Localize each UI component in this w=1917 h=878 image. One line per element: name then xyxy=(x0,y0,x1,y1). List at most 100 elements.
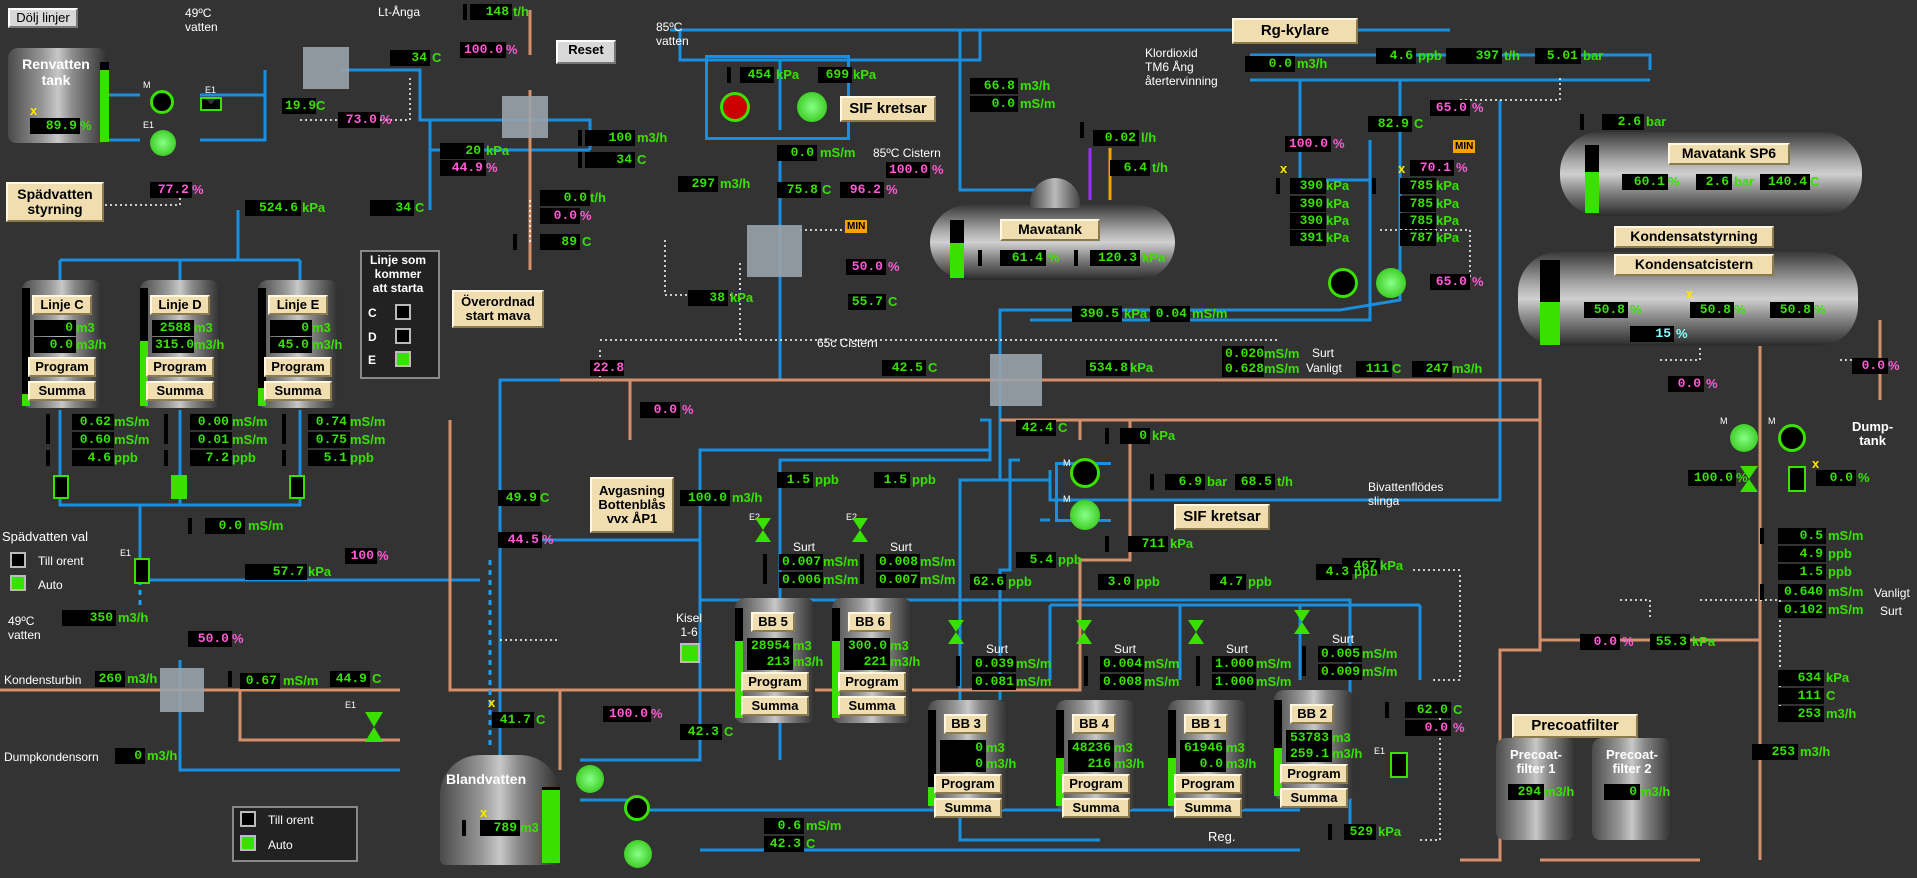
bed-e2-label: E2 xyxy=(749,512,761,522)
klor-flow: 0.0 xyxy=(1245,56,1295,72)
cond-0-67-indicator xyxy=(228,671,232,687)
pct-65-b: 65.0 xyxy=(1430,274,1470,290)
line-program-button[interactable]: Program xyxy=(146,357,214,377)
pump-bland-2[interactable] xyxy=(624,795,650,821)
valve-e1-right-label: E1 xyxy=(1374,746,1386,756)
cond-0-04: 0.04 xyxy=(1150,306,1190,322)
bed-title[interactable]: BB 6 xyxy=(848,612,892,632)
line-summa-button[interactable]: Summa xyxy=(28,381,96,401)
bed-program-button[interactable]: Program xyxy=(1174,774,1242,794)
pct-44-9-unit: % xyxy=(486,160,498,175)
kondensatstyrning-button[interactable]: Kondensatstyrning xyxy=(1614,226,1774,248)
spadvatten-auto-toggle[interactable] xyxy=(10,575,26,591)
temp-34-c-unit: C xyxy=(415,200,425,215)
sif-press-1-unit: kPa xyxy=(776,67,800,82)
press-785-c: 785 xyxy=(1400,213,1436,229)
reset-button[interactable]: Reset xyxy=(556,40,616,64)
line-ppb-indicator xyxy=(282,450,286,466)
cond-0-0: 0.0 xyxy=(777,145,817,161)
valve-top-left[interactable] xyxy=(200,97,222,111)
line-program-button[interactable]: Program xyxy=(28,357,96,377)
rg-pump-2[interactable] xyxy=(1376,268,1406,298)
water-85-label: 85ºC vatten xyxy=(656,20,689,48)
sif-kretsar-bottom-button[interactable]: SIF kretsar xyxy=(1174,504,1270,530)
bed-title[interactable]: BB 1 xyxy=(1184,714,1228,734)
sif-pump-running[interactable] xyxy=(797,92,827,122)
line-level-bg xyxy=(22,288,30,406)
spadvatten-till-orent-toggle[interactable] xyxy=(10,552,26,568)
dump-valve-2[interactable] xyxy=(1788,466,1806,492)
x-marker-pk785: x xyxy=(1398,161,1406,176)
line-valve[interactable] xyxy=(171,475,187,499)
right-valve[interactable] xyxy=(1390,752,1408,778)
bed-cond-2: 1.000 xyxy=(1212,674,1256,690)
bed-program-button[interactable]: Program xyxy=(1062,774,1130,794)
pump-bland-1[interactable] xyxy=(576,765,604,793)
hide-lines-button[interactable]: Dölj linjer xyxy=(8,8,78,28)
pct-100-b-unit: % xyxy=(651,706,663,721)
flow-297-unit: m3/h xyxy=(720,176,751,191)
bed-flow-unit: m3/h xyxy=(986,756,1017,771)
left-valve[interactable] xyxy=(134,558,150,584)
next-line-d-toggle[interactable] xyxy=(395,328,411,344)
bed-summa-button[interactable]: Summa xyxy=(1174,798,1242,818)
next-line-e-toggle[interactable] xyxy=(395,351,411,367)
kondensat-x-marker: x xyxy=(1686,286,1694,301)
bed-program-button[interactable]: Program xyxy=(741,672,809,692)
valve-100-pct: 100 xyxy=(345,548,377,564)
kisel-label: Kisel 1-6 xyxy=(676,611,703,639)
bed-program-button[interactable]: Program xyxy=(838,672,906,692)
tph-397: 397 xyxy=(1446,48,1502,64)
sif-kretsar-top-button[interactable]: SIF kretsar xyxy=(840,96,936,122)
bed-summa-button[interactable]: Summa xyxy=(1062,798,1130,818)
bed-summa-button[interactable]: Summa xyxy=(838,696,906,716)
press-534-8-unit: kPa xyxy=(1130,360,1154,375)
line-title[interactable]: Linje E xyxy=(268,295,328,315)
pump-top-left[interactable] xyxy=(150,90,174,114)
bed-ppb: 4.7 xyxy=(1210,574,1246,590)
bed-summa-button[interactable]: Summa xyxy=(934,798,1002,818)
sif-pump-stopped[interactable] xyxy=(720,92,750,122)
bed-program-button[interactable]: Program xyxy=(1280,764,1348,784)
line-program-button[interactable]: Program xyxy=(264,357,332,377)
bed-summa-button[interactable]: Summa xyxy=(741,696,809,716)
bed-cond-2: 0.006 xyxy=(779,572,823,588)
bed-title[interactable]: BB 4 xyxy=(1072,714,1116,734)
line-title[interactable]: Linje C xyxy=(32,295,92,315)
dump-pump-2[interactable] xyxy=(1778,424,1806,452)
bed-flow-unit: m3/h xyxy=(1332,746,1363,761)
bed-title[interactable]: BB 3 xyxy=(944,714,988,734)
bed-summa-button[interactable]: Summa xyxy=(1280,788,1348,808)
legend-till-orent-toggle[interactable] xyxy=(240,811,256,827)
pct-0-0-c: 0.0 xyxy=(1668,376,1704,392)
line-title[interactable]: Linje D xyxy=(150,295,210,315)
bed-program-button[interactable]: Program xyxy=(934,774,1002,794)
cond-0-04-unit: mS/m xyxy=(1192,306,1228,321)
line-summa-button[interactable]: Summa xyxy=(146,381,214,401)
line-valve[interactable] xyxy=(53,475,69,499)
spadvatten-styrning-button[interactable]: Spädvatten styrning xyxy=(6,182,104,222)
blandvatten-tank xyxy=(440,755,560,865)
pump-bland-3[interactable] xyxy=(624,840,652,868)
rg-pump-1[interactable] xyxy=(1328,268,1358,298)
pump-bottom-left[interactable] xyxy=(150,130,176,156)
line-valve[interactable] xyxy=(289,475,305,499)
line-cond-1-unit: mS/m xyxy=(232,414,268,429)
press-711-indicator xyxy=(1105,536,1109,552)
sif-bottom-pump-1[interactable] xyxy=(1070,458,1100,488)
bed-surt-label: Surt xyxy=(793,540,816,554)
rg-kylare-button[interactable]: Rg-kylare xyxy=(1232,18,1358,44)
overordnad-start-mava-button[interactable]: Överordnad start mava xyxy=(452,290,544,328)
line-cond-2-unit: mS/m xyxy=(350,432,386,447)
legend-auto-toggle[interactable] xyxy=(240,835,256,851)
precoatfilter-title[interactable]: Precoatfilter xyxy=(1512,714,1638,738)
dump-pump-1[interactable] xyxy=(1730,424,1758,452)
next-line-c-toggle[interactable] xyxy=(395,304,411,320)
pct-0-0-unit: % xyxy=(580,208,592,223)
cond-0-0-unit: mS/m xyxy=(820,145,856,160)
sif-bottom-pump-2[interactable] xyxy=(1070,500,1100,530)
line-summa-button[interactable]: Summa xyxy=(264,381,332,401)
bed-title[interactable]: BB 2 xyxy=(1290,704,1334,724)
avgasning-button[interactable]: Avgasning Bottenblås vvx ÅP1 xyxy=(590,477,674,533)
bed-title[interactable]: BB 5 xyxy=(751,612,795,632)
